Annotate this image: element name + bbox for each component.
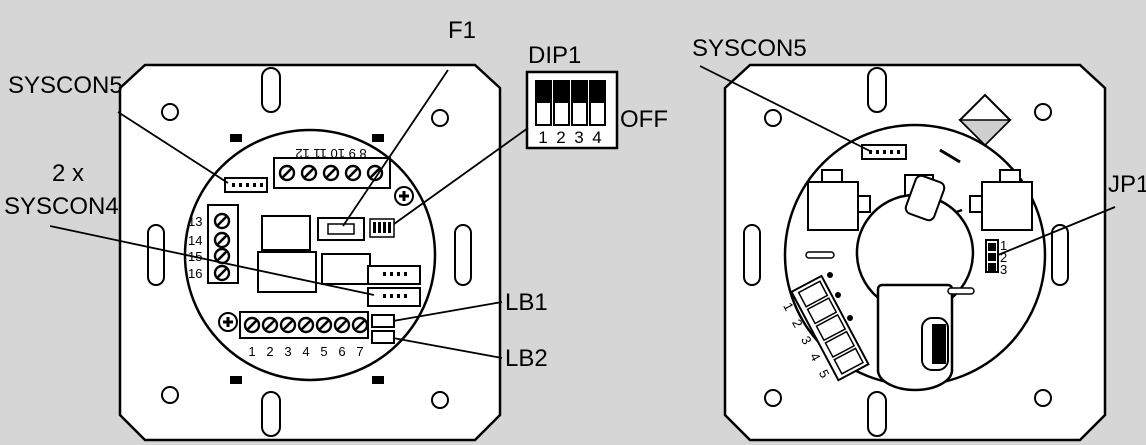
right-hole-tl: [764, 109, 782, 127]
component-block-a: [261, 215, 311, 251]
dip-number-4: 4: [592, 128, 601, 147]
right-relay-right: [981, 181, 1033, 231]
left-syscon5-label: SYSCON5: [8, 72, 123, 99]
jp1-label: JP1: [1108, 171, 1146, 198]
right-module: 1 2 3 1 2 3 4 5: [723, 63, 1107, 442]
syscon4-connector-2: [367, 287, 421, 307]
right-hole-tr: [1034, 103, 1052, 121]
side-terminal-14: 14: [188, 233, 202, 248]
left-hole-tl: [161, 103, 179, 121]
left-leader-lines: [49, 69, 529, 359]
f1-label: F1: [448, 17, 476, 44]
right-top-slot: [867, 67, 887, 113]
dip1-label: DIP1: [528, 42, 581, 69]
jp1-pin-1: 1: [1000, 238, 1007, 253]
right-right-slot: [1051, 224, 1069, 286]
lb1-label: LB1: [505, 289, 548, 316]
syscon4-connector-1: [367, 265, 421, 285]
left-bottom-slot: [261, 391, 281, 437]
bottom-terminal-5: 5: [320, 344, 327, 359]
dip1-detail: 1 2 3 4 OFF: [525, 70, 668, 150]
left-hole-br: [431, 391, 449, 409]
left-left-slot: [147, 224, 165, 286]
jp1-pin-3: 3: [1000, 262, 1007, 277]
lb2-component: [371, 330, 395, 344]
syscon4-label-line2: SYSCON4: [4, 193, 119, 220]
right-leader-lines: [699, 65, 1116, 256]
right-hole-br: [1034, 389, 1052, 407]
side-terminal-13: 13: [188, 214, 202, 229]
bottom-terminal-6: 6: [338, 344, 345, 359]
top-terminal-numbers: 8 9 10 11 12: [295, 146, 366, 161]
right-syscon5-label: SYSCON5: [692, 35, 807, 62]
left-module: 8 9 10 11 12 13 14 15 16: [118, 63, 502, 442]
right-relay-left: [807, 181, 859, 231]
bottom-terminal-4: 4: [302, 344, 309, 359]
bottom-terminal-7: 7: [356, 344, 363, 359]
jp1-pin-2: 2: [1000, 250, 1007, 265]
right-left-slot: [743, 224, 761, 286]
right-hole-bl: [764, 389, 782, 407]
bottom-terminal-1: 1: [248, 344, 255, 359]
component-block-c: [321, 253, 371, 285]
dip-number-2: 2: [556, 128, 565, 147]
syscon4-label-line1: 2 x: [52, 160, 84, 187]
left-hole-bl: [161, 386, 179, 404]
dip-number-1: 1: [538, 128, 547, 147]
bottom-terminal-2: 2: [266, 344, 273, 359]
bottom-terminal-3: 3: [284, 344, 291, 359]
dip1-off-label: OFF: [620, 106, 668, 133]
right-bottom-slot: [867, 391, 887, 437]
left-right-slot: [454, 224, 472, 286]
left-top-slot: [261, 67, 281, 113]
side-terminal-16: 16: [188, 266, 202, 281]
lb2-label: LB2: [505, 345, 548, 372]
left-hole-tr: [431, 109, 449, 127]
dip-number-3: 3: [574, 128, 583, 147]
lb1-component: [371, 314, 395, 328]
